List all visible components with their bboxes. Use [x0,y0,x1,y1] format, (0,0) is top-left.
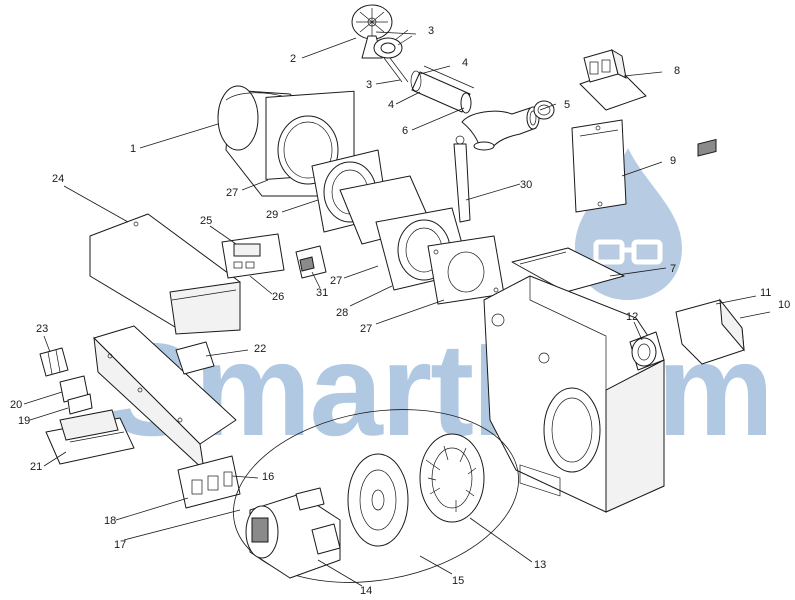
callout-10: 10 [778,299,790,311]
part-7-top-plate [511,247,625,293]
callout-12: 12 [626,311,638,323]
callout-21: 21 [30,461,42,473]
flame-drop-with-glasses-icon [575,148,682,300]
callout-28: 28 [336,307,348,319]
callout-31: 31 [316,287,328,299]
callout-3-lower: 3 [366,79,372,91]
part-25-26-display-controller [221,233,285,279]
callout-9: 9 [670,155,676,167]
part-24-control-box-cover [89,213,241,335]
callout-16: 16 [262,471,274,483]
callout-18: 18 [104,515,116,527]
part-4-6-nozzle-line [410,65,475,114]
part-9-cover-plate [571,119,627,213]
part-27-gasket [427,235,505,305]
part-12-sight-glass [629,331,665,371]
callout-27-middle: 27 [330,275,342,287]
callout-6: 6 [402,125,408,137]
callout-15: 15 [452,575,464,587]
part-23-terminal-block [39,347,69,377]
callout-5: 5 [564,99,570,111]
part-3-ignition-electrodes [373,29,413,83]
callout-4-lower: 4 [388,99,394,111]
callout-7: 7 [670,263,676,275]
callout-26: 26 [272,291,284,303]
part-housing [483,275,665,513]
part-19-20-connectors [59,375,93,415]
part-motor-flange-plate [347,453,409,547]
callout-27-lower: 27 [360,323,372,335]
callout-11: 11 [760,287,771,299]
callout-30: 30 [520,179,532,191]
callout-25: 25 [200,215,212,227]
callout-19: 19 [18,415,30,427]
callout-20: 20 [10,399,22,411]
callout-8: 8 [674,65,680,77]
callout-1: 1 [130,143,136,155]
callout-13: 13 [534,559,546,571]
part-15-group-outline [233,409,519,583]
callout-3-upper: 3 [428,25,434,37]
callout-29: 29 [266,209,278,221]
part-1-blast-tube [217,85,355,197]
part-13-fan-impeller [419,433,485,523]
callout-labels: 1 2 3 3 4 4 5 6 7 8 9 10 11 12 13 14 15 … [10,25,790,597]
callout-2: 2 [290,53,296,65]
callout-22: 22 [254,343,266,355]
callout-27-left: 27 [226,187,238,199]
part-22-mounting-plate [93,325,237,472]
callout-14: 14 [360,585,372,597]
part-10-11-switch-box [675,138,745,365]
part-16-18-pcb-module [177,455,241,509]
part-31-relay-module [295,245,327,279]
part-21-control-unit [45,409,135,465]
callout-17: 17 [114,539,126,551]
callout-24: 24 [52,173,64,185]
part-14-motor [245,487,341,579]
callout-23: 23 [36,323,48,335]
part-5-elbow-and-seal [461,100,555,151]
callout-4-upper: 4 [462,57,468,69]
part-8-ignition-transformer [579,48,647,111]
leader-lines [23,31,771,587]
